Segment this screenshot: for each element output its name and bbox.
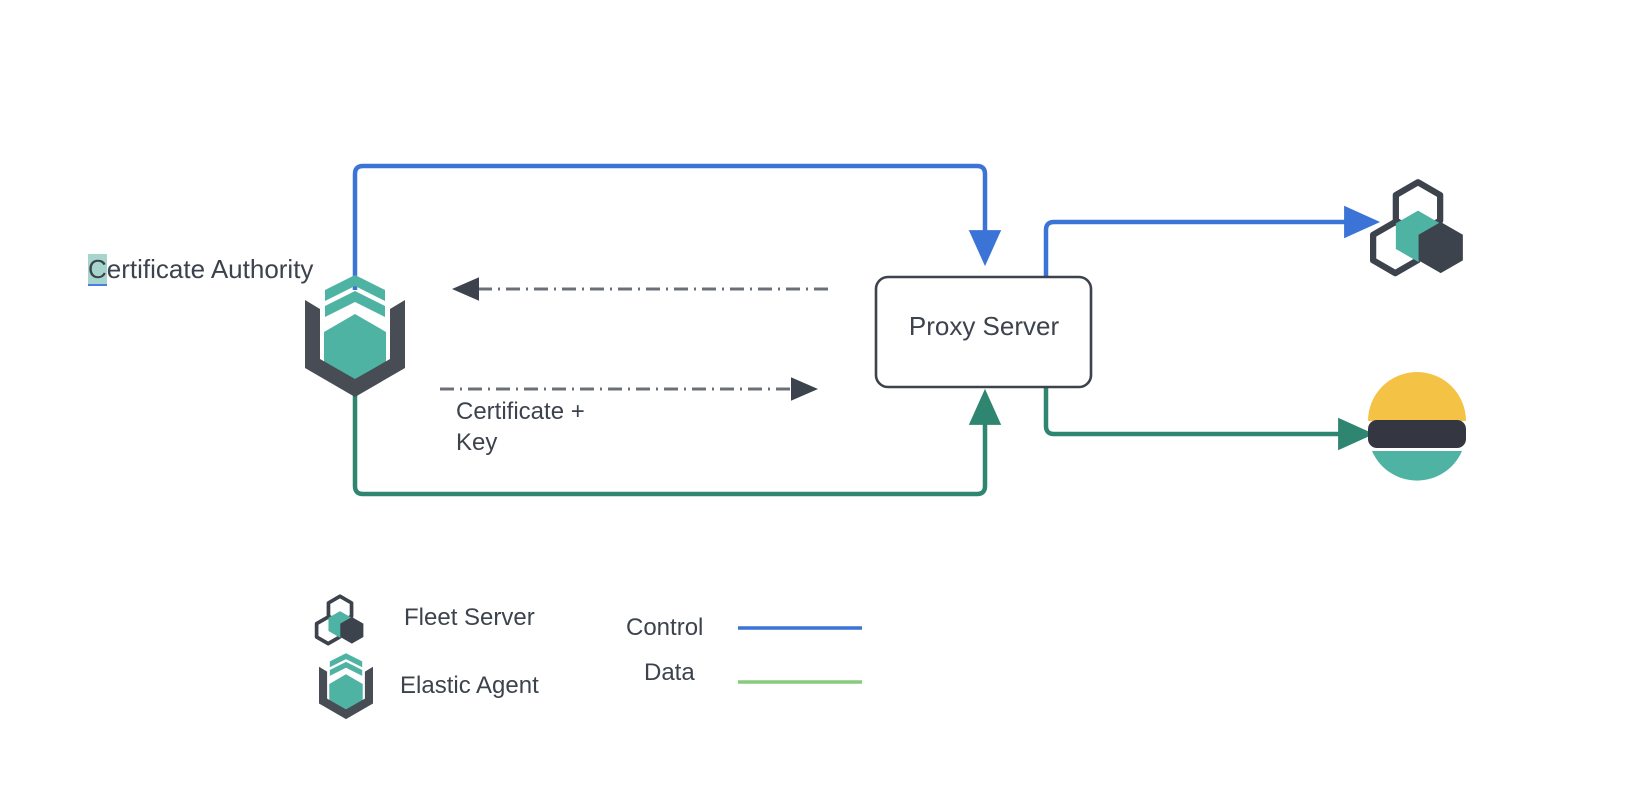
certificate-authority-label: Certificate Authority [88, 253, 313, 286]
edge-proxy-to-fleet-control [1043, 205, 1381, 276]
edge-agent-to-proxy-control [352, 163, 1002, 290]
certificate-authority-highlight: C [88, 254, 107, 284]
certificate-key-line2: Key [456, 428, 498, 456]
edge-proxy-to-elasticsearch-data [1043, 386, 1375, 451]
elasticsearch-icon [1368, 372, 1466, 481]
certificate-key-edge-label: Certificate + Key [456, 397, 585, 458]
legend-elastic-agent-icon [319, 653, 373, 720]
proxy-server-box[interactable] [874, 275, 1093, 389]
certificate-key-line1: Certificate + [456, 398, 585, 425]
legend-item-elastic-agent-label: Elastic Agent [400, 672, 539, 699]
legend-item-fleet-server-label: Fleet Server [404, 604, 535, 631]
fleet-server-icon [1370, 179, 1463, 277]
proxy-server-label: Proxy Server [908, 311, 1060, 341]
legend-line-data-label: Data [644, 659, 695, 686]
legend-line-control-label: Control [626, 614, 704, 641]
edge-agent-to-proxy-data [352, 382, 1002, 497]
legend-fleet-server-icon [314, 594, 364, 646]
certificate-authority-rest: ertificate Authority [106, 254, 314, 284]
elastic-agent-icon [305, 275, 405, 397]
